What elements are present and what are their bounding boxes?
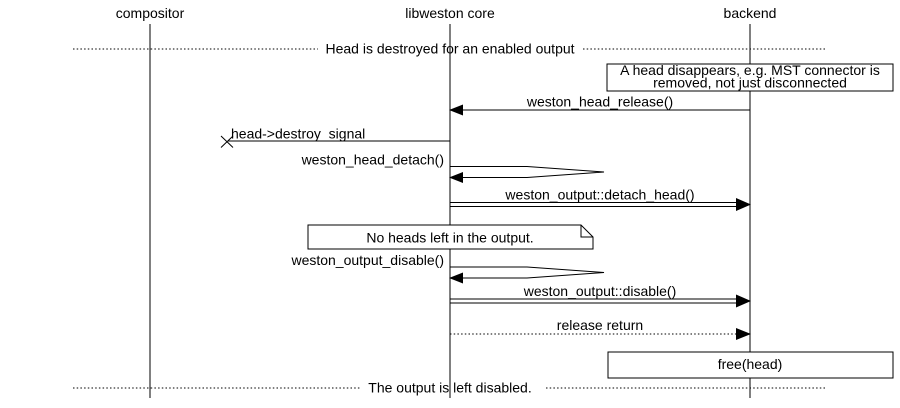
action-box — [607, 351, 894, 379]
message-release-return: release return — [450, 317, 751, 340]
message-label: head->destroy_signal — [231, 126, 365, 142]
lost-message-x-icon — [220, 135, 234, 148]
actor-label-backend: backend — [724, 5, 777, 21]
arrowhead-left-icon — [449, 172, 463, 183]
self-call-loop — [450, 166, 605, 178]
arrowhead-left-icon — [449, 272, 463, 284]
message-label: weston_head_detach() — [301, 152, 444, 168]
note-no-heads-left: No heads left in the output. — [307, 224, 594, 250]
divider-output-left-disabled: The output is left disabled. — [73, 380, 827, 396]
actor-label-compositor: compositor — [116, 5, 185, 21]
message-weston-output-detach-head: weston_output::detach_head() — [450, 187, 751, 211]
divider-label: Head is destroyed for an enabled output — [325, 41, 574, 57]
message-head-destroy-signal: head->destroy_signal — [220, 126, 450, 148]
message-label: weston_head_release() — [526, 94, 673, 110]
note-line-2: removed, not just disconnected — [653, 75, 847, 91]
note-shape — [307, 224, 594, 250]
note-fold-icon — [580, 225, 593, 238]
message-weston-output-disable-call: weston_output::disable() — [450, 283, 751, 308]
message-label: release return — [557, 317, 643, 333]
message-label: weston_output::detach_head() — [504, 187, 694, 203]
actor-label-libweston-core: libweston core — [405, 5, 495, 21]
divider-label: The output is left disabled. — [368, 380, 531, 396]
message-label: weston_output_disable() — [290, 252, 444, 268]
message-weston-head-detach: weston_head_detach() — [301, 152, 605, 183]
note-head-disappears: A head disappears, e.g. MST connector is… — [606, 62, 894, 92]
box-free-head: free(head) — [607, 351, 894, 379]
self-call-loop — [450, 266, 605, 279]
message-label: weston_output::disable() — [523, 283, 677, 299]
arrowhead-right-icon — [736, 294, 751, 308]
note-box — [606, 63, 894, 92]
arrowhead-right-icon — [736, 328, 751, 340]
arrowhead-right-icon — [736, 198, 751, 211]
message-weston-head-release: weston_head_release() — [449, 94, 750, 116]
divider-head-destroyed: Head is destroyed for an enabled output — [73, 41, 827, 57]
message-weston-output-disable-self: weston_output_disable() — [290, 252, 605, 284]
note-line-1: A head disappears, e.g. MST connector is — [620, 62, 880, 78]
box-label: free(head) — [718, 356, 783, 372]
arrowhead-left-icon — [449, 104, 463, 116]
note-line-1: No heads left in the output. — [366, 230, 533, 246]
